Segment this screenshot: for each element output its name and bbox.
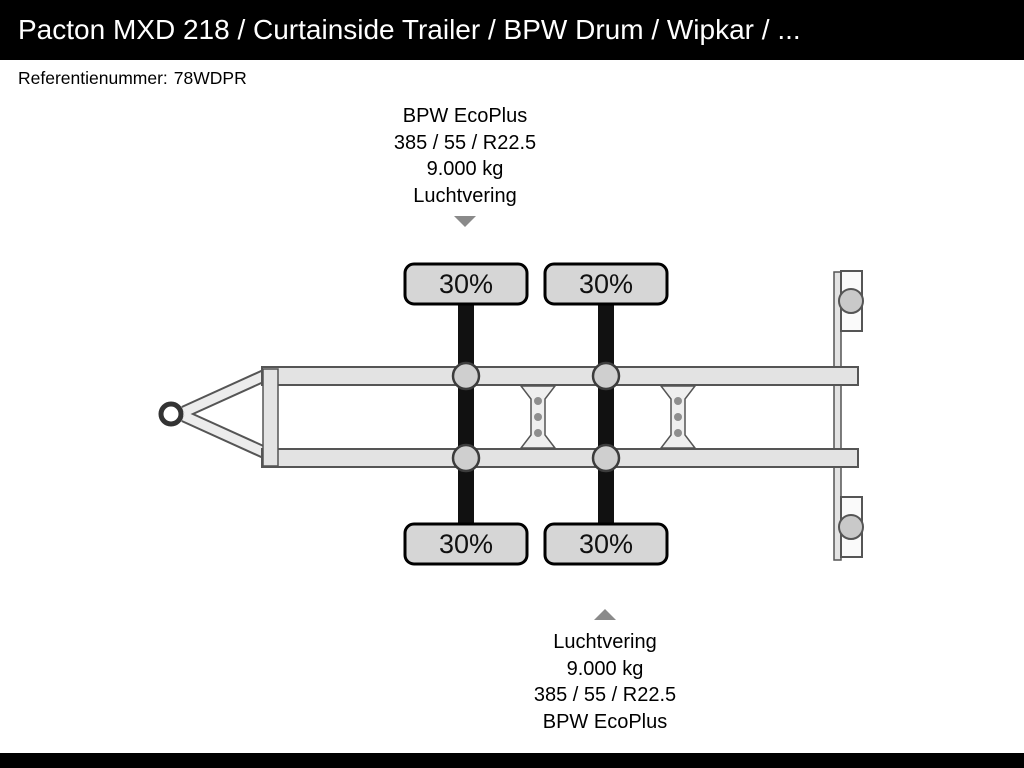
axle-note-line: Luchtvering — [553, 631, 657, 653]
center-crossmember-2 — [659, 385, 697, 449]
tyre-load-label: 30% — [439, 529, 493, 559]
tyre-axle2-bottom: 30% — [543, 522, 669, 566]
axle-hubs — [451, 361, 621, 473]
axle-note-bottom: Luchtvering 9.000 kg 385 / 55 / R22.5 BP… — [455, 629, 755, 735]
tyre-load-label: 30% — [579, 529, 633, 559]
axle-note-line: 385 / 55 / R22.5 — [393, 131, 537, 154]
axle-note-line: BPW EcoPlus — [402, 105, 528, 127]
rear-drum-top — [838, 288, 864, 314]
chassis-frame — [261, 366, 859, 468]
arrow-up-icon — [594, 609, 616, 620]
frame-rail-bottom — [261, 448, 859, 468]
drawbar — [181, 367, 273, 461]
tyre-axle1-top: 30% — [403, 262, 529, 306]
reference-label: Referentienummer: — [18, 67, 168, 88]
axle-note-line: 385 / 55 / R22.5 — [533, 684, 677, 706]
axle-2 — [598, 301, 614, 527]
page-title: Pacton MXD 218 / Curtainside Trailer / B… — [18, 14, 801, 45]
axle-note-line: BPW EcoPlus — [542, 710, 668, 733]
rear-drum-bottom — [838, 514, 864, 540]
axle-note-top: BPW EcoPlus 385 / 55 / R22.5 9.000 kg Lu… — [315, 103, 615, 209]
tyre-load-label: 30% — [579, 269, 633, 299]
rear-bracket-top — [838, 270, 864, 332]
tyre-load-label: 30% — [439, 269, 493, 299]
rear-crossbar — [833, 271, 842, 561]
axle-note-line: 9.000 kg — [566, 657, 644, 680]
center-crossmember-1 — [519, 385, 557, 449]
front-crossmember — [262, 368, 279, 467]
axle-note-line: Luchtvering — [413, 184, 517, 207]
tyre-axle1-bottom: 30% — [403, 522, 529, 566]
tyre-axle2-top: 30% — [543, 262, 669, 306]
reference-bar: Referentienummer: 78WDPR — [0, 60, 1024, 96]
axle-1 — [458, 301, 474, 527]
axle-note-line: 9.000 kg — [426, 158, 504, 180]
rear-bracket-bottom — [838, 496, 864, 558]
towing-eye — [158, 401, 184, 427]
bottom-bar — [0, 753, 1024, 768]
frame-rail-top — [261, 366, 859, 386]
arrow-down-icon — [454, 216, 476, 227]
reference-value: 78WDPR — [173, 67, 247, 88]
title-bar: Pacton MXD 218 / Curtainside Trailer / B… — [0, 0, 1024, 60]
